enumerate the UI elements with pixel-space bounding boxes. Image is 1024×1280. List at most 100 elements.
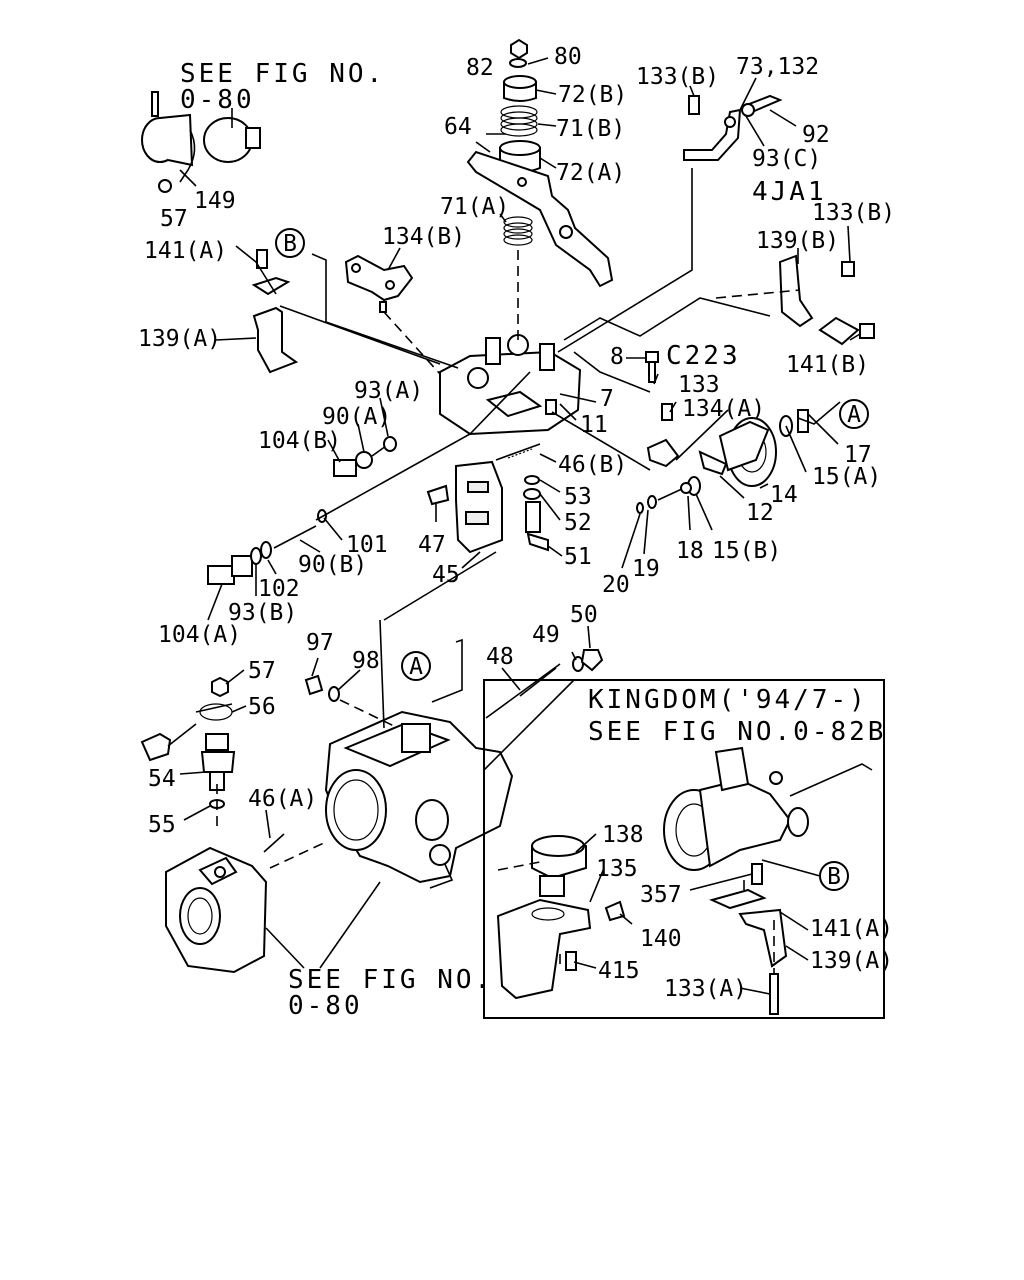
see-fig-number-bottom: 0-80: [288, 991, 363, 1021]
pump-head-housing: [439, 334, 582, 436]
callout-82: 82: [466, 55, 494, 81]
governor-cap-stack: [499, 38, 541, 173]
callout-102: 102: [258, 576, 300, 602]
callout-357: 357: [640, 882, 682, 908]
svg-text:B: B: [283, 231, 297, 257]
reference-marks: B A A B: [275, 228, 869, 891]
callout-139b: 139(B): [756, 228, 839, 254]
adjust-screw-upper: [333, 436, 397, 477]
callout-98: 98: [352, 648, 380, 674]
spring-71a: [503, 216, 533, 246]
callout-15a: 15(A): [812, 464, 881, 490]
screw-parts-51-53: [523, 475, 549, 552]
callout-72a: 72(A): [556, 160, 625, 186]
callout-17: 17: [844, 442, 872, 468]
solenoid-sensor-part: [141, 91, 261, 193]
callout-54: 54: [148, 766, 176, 792]
callout-133: 133: [678, 372, 720, 398]
model-note: 4JA1: [752, 177, 827, 207]
callout-47: 47: [418, 532, 446, 558]
inset-title: KINGDOM('94/7-): [588, 685, 868, 715]
callout-141a: 141(A): [144, 238, 227, 264]
callout-90b: 90(B): [298, 552, 367, 578]
bolt-8: [645, 351, 659, 383]
callout-55: 55: [148, 812, 176, 838]
bolt-97-98: [304, 674, 340, 702]
ref-mark-b-inset: B: [819, 861, 849, 891]
inset-see-fig: SEE FIG NO.0-82B: [588, 717, 886, 747]
callout-72b: 72(B): [558, 82, 627, 108]
callout-46b: 46(B): [558, 452, 627, 478]
bracket-139b: [778, 254, 875, 346]
callout-15b: 15(B): [712, 538, 781, 564]
leader-lines: [179, 57, 861, 995]
callout-46a: 46(A): [248, 786, 317, 812]
callout-92: 92: [802, 122, 830, 148]
callout-139a: 139(A): [138, 326, 221, 352]
callout-134b: 134(B): [382, 224, 465, 250]
callout-20: 20: [602, 572, 630, 598]
stop-shaft-48: [485, 649, 604, 719]
shutdown-body-45: [426, 460, 503, 554]
callout-53: 53: [564, 484, 592, 510]
see-fig-note-bottom: SEE FIG NO.: [288, 965, 493, 995]
callout-50: 50: [570, 602, 598, 628]
callout-104a: 104(A): [158, 622, 241, 648]
callout-415: 415: [598, 958, 640, 984]
callout-97: 97: [306, 630, 334, 656]
callout-11: 11: [580, 412, 608, 438]
callout-14: 14: [770, 482, 798, 508]
callout-133b-right: 133(B): [812, 200, 895, 226]
callout-141b: 141(B): [786, 352, 869, 378]
callout-71a: 71(A): [440, 194, 509, 220]
ref-mark-b-top: B: [275, 228, 305, 258]
diagram-notes: SEE FIG NO. 0-80 4JA1 C223 SEE FIG NO. 0…: [180, 59, 886, 1021]
callout-8: 8: [610, 344, 624, 370]
callout-104b: 104(B): [258, 428, 341, 454]
callout-80: 80: [554, 44, 582, 70]
callout-135: 135: [596, 856, 638, 882]
bracket-134b: [344, 254, 414, 313]
ref-mark-a-right: A: [839, 399, 869, 429]
callout-12: 12: [746, 500, 774, 526]
callout-101: 101: [346, 532, 388, 558]
callout-64: 64: [444, 114, 472, 140]
roller-parts-12-20: [636, 450, 728, 514]
callout-45: 45: [432, 562, 460, 588]
callout-56: 56: [248, 694, 276, 720]
c223-note: C223: [666, 341, 741, 371]
see-fig-number-top: 0-80: [180, 85, 255, 115]
parts-artwork: [140, 38, 875, 1015]
callout-140: 140: [640, 926, 682, 952]
callout-19: 19: [632, 556, 660, 582]
callout-90a: 90(A): [322, 404, 391, 430]
callout-52: 52: [564, 510, 592, 536]
callout-57-top: 57: [160, 206, 188, 232]
callout-7: 7: [600, 386, 614, 412]
kingdom-inset-frame: [483, 679, 885, 1019]
svg-text:B: B: [827, 864, 841, 890]
callout-71b: 71(B): [556, 116, 625, 142]
governor-lever-part: [466, 150, 614, 288]
callout-141a-inset: 141(A): [810, 916, 893, 942]
plunger-rod-46b: [495, 443, 541, 461]
callout-134a: 134(A): [682, 396, 765, 422]
front-plate: [165, 833, 285, 974]
callout-48: 48: [486, 644, 514, 670]
callout-149: 149: [194, 188, 236, 214]
callout-73-132: 73,132: [736, 54, 819, 80]
see-fig-note-top: SEE FIG NO.: [180, 59, 385, 89]
svg-text:A: A: [409, 654, 423, 680]
adjust-screw-lower: [207, 509, 327, 585]
main-pump-housing: [324, 710, 514, 889]
bracket-139a: [251, 249, 299, 374]
callout-49: 49: [532, 622, 560, 648]
callout-93c: 93(C): [752, 146, 821, 172]
callout-51: 51: [564, 544, 592, 570]
callout-labels: 82 80 72(B) 71(B) 72(A) 64 71(A) 133(B) …: [138, 44, 895, 1002]
inset-artwork: [496, 746, 873, 1015]
svg-text:A: A: [847, 402, 861, 428]
ref-mark-a-mid: A: [401, 651, 431, 681]
callout-133a-inset: 133(A): [664, 976, 747, 1002]
